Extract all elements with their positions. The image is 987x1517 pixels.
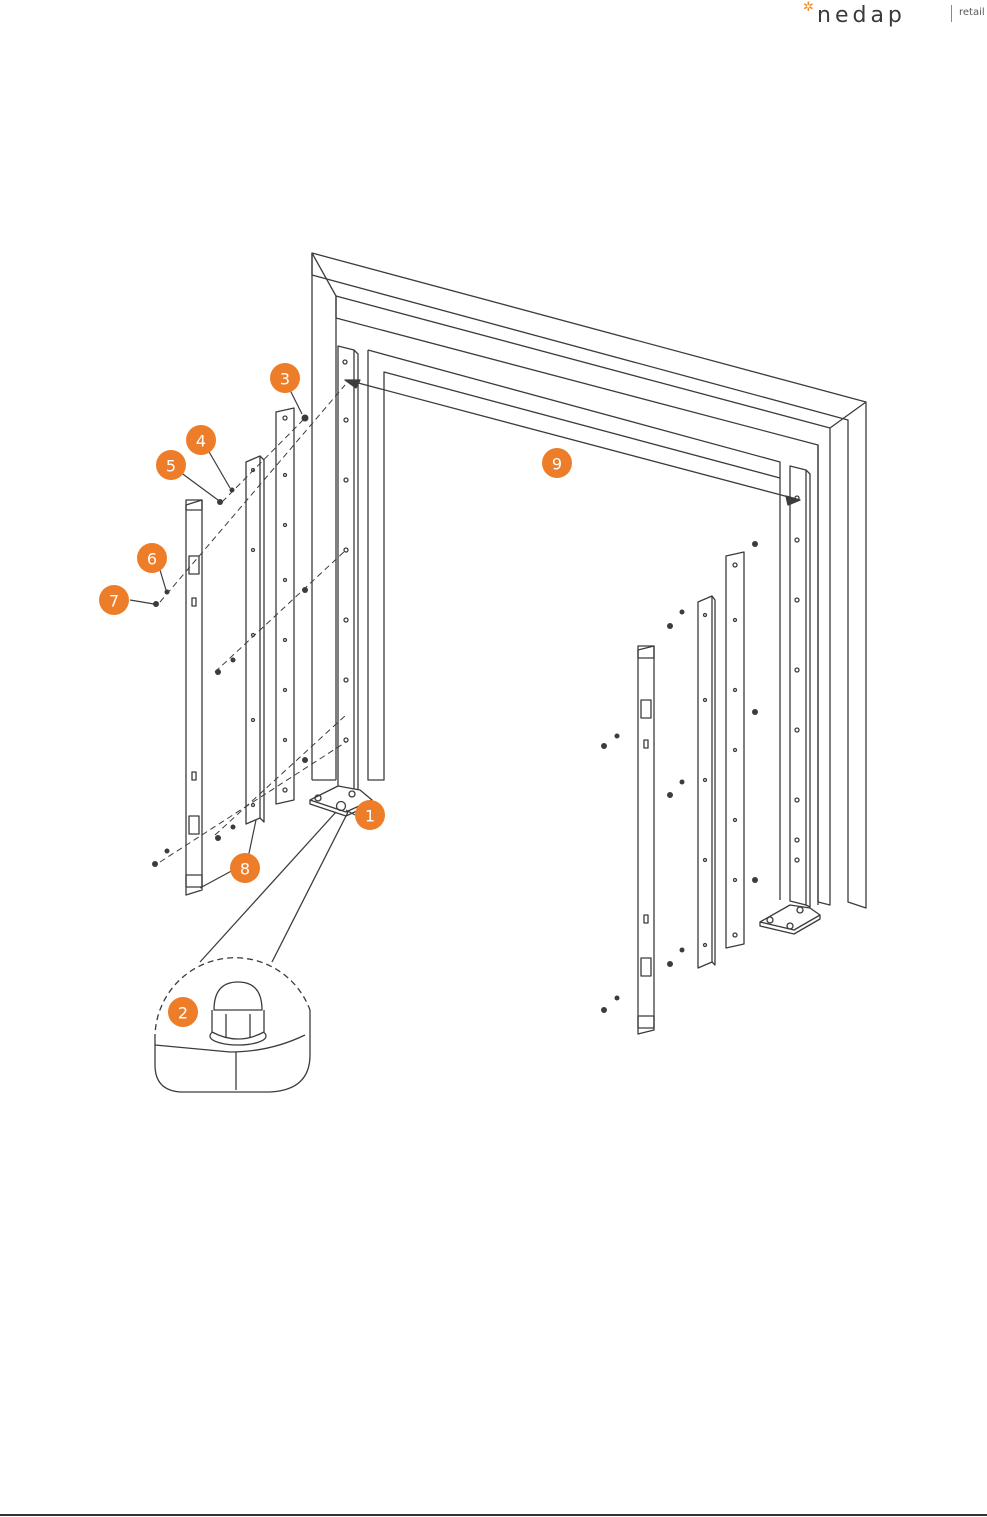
distance-arrow (345, 380, 800, 505)
svg-text:7: 7 (109, 592, 119, 611)
callout-4: 4 (186, 425, 216, 455)
svg-text:6: 6 (147, 550, 157, 569)
callout-6: 6 (137, 543, 167, 573)
left-spacer-strip (276, 408, 294, 804)
footer-rule (0, 1514, 987, 1516)
svg-text:8: 8 (240, 860, 250, 879)
left-clip-bracket (186, 500, 202, 895)
svg-text:5: 5 (166, 457, 176, 476)
callout-3: 3 (270, 363, 300, 393)
callout-2: 2 (168, 997, 198, 1027)
wall-panel (312, 253, 866, 908)
left-mounting-rail (246, 456, 264, 824)
svg-text:4: 4 (196, 432, 206, 451)
svg-text:9: 9 (552, 455, 562, 474)
callout-8: 8 (230, 853, 260, 883)
callout-5: 5 (156, 450, 186, 480)
nut-detail-view (155, 812, 348, 1092)
right-clip-bracket (638, 646, 654, 1034)
callout-1: 1 (355, 800, 385, 830)
right-post (760, 466, 820, 934)
callout-7: 7 (99, 585, 129, 615)
callout-9: 9 (542, 448, 572, 478)
svg-text:2: 2 (178, 1004, 188, 1023)
right-spacer-strip (726, 552, 744, 948)
svg-text:3: 3 (280, 370, 290, 389)
right-mounting-rail (698, 596, 715, 968)
svg-text:1: 1 (365, 807, 375, 826)
